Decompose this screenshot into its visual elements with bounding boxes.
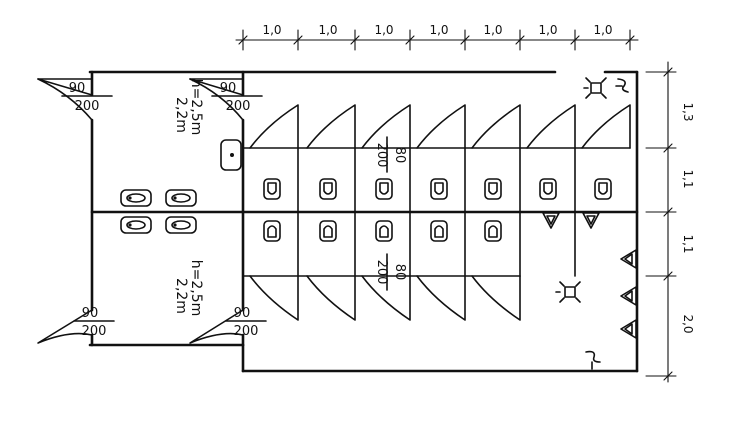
dim-tick-slash — [663, 371, 673, 381]
svg-text:200: 200 — [82, 324, 107, 339]
svg-text:2,2m: 2,2m — [173, 97, 189, 133]
dim-top-2: 1,0 — [318, 23, 337, 37]
toilet-icon — [263, 178, 281, 200]
stall-door-swing — [361, 275, 411, 321]
sink-icon — [165, 216, 197, 234]
stall-door-swing — [471, 104, 521, 149]
stall-door-swing — [416, 104, 466, 149]
dim-tick-slash — [293, 35, 303, 45]
urinal-icon — [620, 286, 637, 306]
stall-door-swing — [471, 275, 521, 321]
stall-door-swing — [526, 104, 576, 149]
dim-right-2: 1,1 — [681, 169, 695, 188]
toilet-stalls — [242, 104, 631, 321]
top-dimension-chain: 1,0 1,0 1,0 1,0 1,0 1,0 1,0 — [235, 23, 639, 51]
door-label-top-inner: 90 200 — [211, 81, 263, 114]
urinal-icon — [582, 212, 600, 229]
dim-tick-slash — [515, 35, 525, 45]
svg-text:80: 80 — [392, 147, 407, 164]
right-dimension-chain: 1,3 1,1 1,1 2,0 — [645, 61, 695, 383]
dim-top-6: 1,0 — [538, 23, 557, 37]
dim-top-5: 1,0 — [483, 23, 502, 37]
dim-tick-slash — [625, 35, 635, 45]
floor-drain-icon — [585, 350, 601, 370]
svg-text:90: 90 — [82, 306, 99, 321]
door-label-stall-bottom: 80 200 — [374, 253, 407, 291]
dim-tick-slash — [460, 35, 470, 45]
toilet-icon — [430, 220, 448, 242]
dim-right-4: 2,0 — [681, 314, 695, 333]
height-note-bottom: h=2,5m 2,2m — [173, 260, 204, 317]
toilet-icon — [319, 178, 337, 200]
dim-tick-slash — [570, 35, 580, 45]
door-label-stall-top: 80 200 — [374, 136, 407, 173]
dim-right-3: 1,1 — [681, 234, 695, 253]
dim-tick-slash — [663, 207, 673, 217]
sink-icon — [120, 189, 152, 207]
svg-text:h=2,5m: h=2,5m — [188, 260, 204, 317]
ceiling-light-icon — [555, 281, 581, 303]
door-label-bottom-left: 90 200 — [73, 306, 115, 339]
svg-text:2,2m: 2,2m — [173, 278, 189, 314]
svg-text:90: 90 — [234, 306, 251, 321]
walls — [88, 70, 639, 373]
toilet-icon — [263, 220, 281, 242]
stall-door-swing — [361, 104, 411, 149]
height-note-top: h=2,5m 2,2m — [173, 79, 204, 136]
floor-drain-icon — [615, 78, 629, 93]
dim-tick-slash — [238, 35, 248, 45]
dim-tick-slash — [663, 67, 673, 77]
toilet-icon — [594, 178, 612, 200]
urinal-icon — [542, 212, 560, 229]
dim-top-4: 1,0 — [429, 23, 448, 37]
sink-icon — [220, 139, 242, 171]
dim-tick-slash — [663, 143, 673, 153]
svg-text:200: 200 — [234, 324, 259, 339]
stall-door-swing — [249, 104, 299, 149]
svg-text:200: 200 — [374, 143, 389, 168]
dim-tick-slash — [405, 35, 415, 45]
toilet-icon — [430, 178, 448, 200]
door-label-top-left: 90 200 — [61, 81, 113, 114]
stall-door-swing — [306, 275, 356, 321]
dim-tick-slash — [663, 271, 673, 281]
dim-top-7: 1,0 — [593, 23, 612, 37]
toilet-icon — [539, 178, 557, 200]
svg-text:80: 80 — [392, 264, 407, 281]
toilet-icon — [484, 220, 502, 242]
sink-icon — [120, 216, 152, 234]
svg-text:h=2,5m: h=2,5m — [188, 79, 204, 136]
stall-door-swing — [306, 104, 356, 149]
lobby-doors — [37, 78, 244, 344]
stall-door-swing — [416, 275, 466, 321]
svg-text:90: 90 — [69, 81, 86, 96]
stall-door-swing — [581, 104, 631, 149]
sink-icon — [165, 189, 197, 207]
dim-top-3: 1,0 — [374, 23, 393, 37]
svg-text:200: 200 — [374, 260, 389, 285]
dim-top-1: 1,0 — [262, 23, 281, 37]
svg-text:200: 200 — [75, 99, 100, 114]
toilet-icon — [319, 220, 337, 242]
dim-right-1: 1,3 — [681, 102, 695, 121]
stall-door-swing — [249, 275, 299, 321]
svg-text:90: 90 — [220, 81, 237, 96]
toilet-icon — [484, 178, 502, 200]
toilet-icon — [375, 178, 393, 200]
dim-tick-slash — [350, 35, 360, 45]
svg-text:200: 200 — [226, 99, 251, 114]
toilet-icon — [375, 220, 393, 242]
ceiling-light-icon — [583, 77, 607, 99]
door-label-bottom-inner: 90 200 — [225, 306, 267, 339]
urinal-icon — [620, 319, 637, 339]
urinal-icon — [620, 249, 637, 269]
